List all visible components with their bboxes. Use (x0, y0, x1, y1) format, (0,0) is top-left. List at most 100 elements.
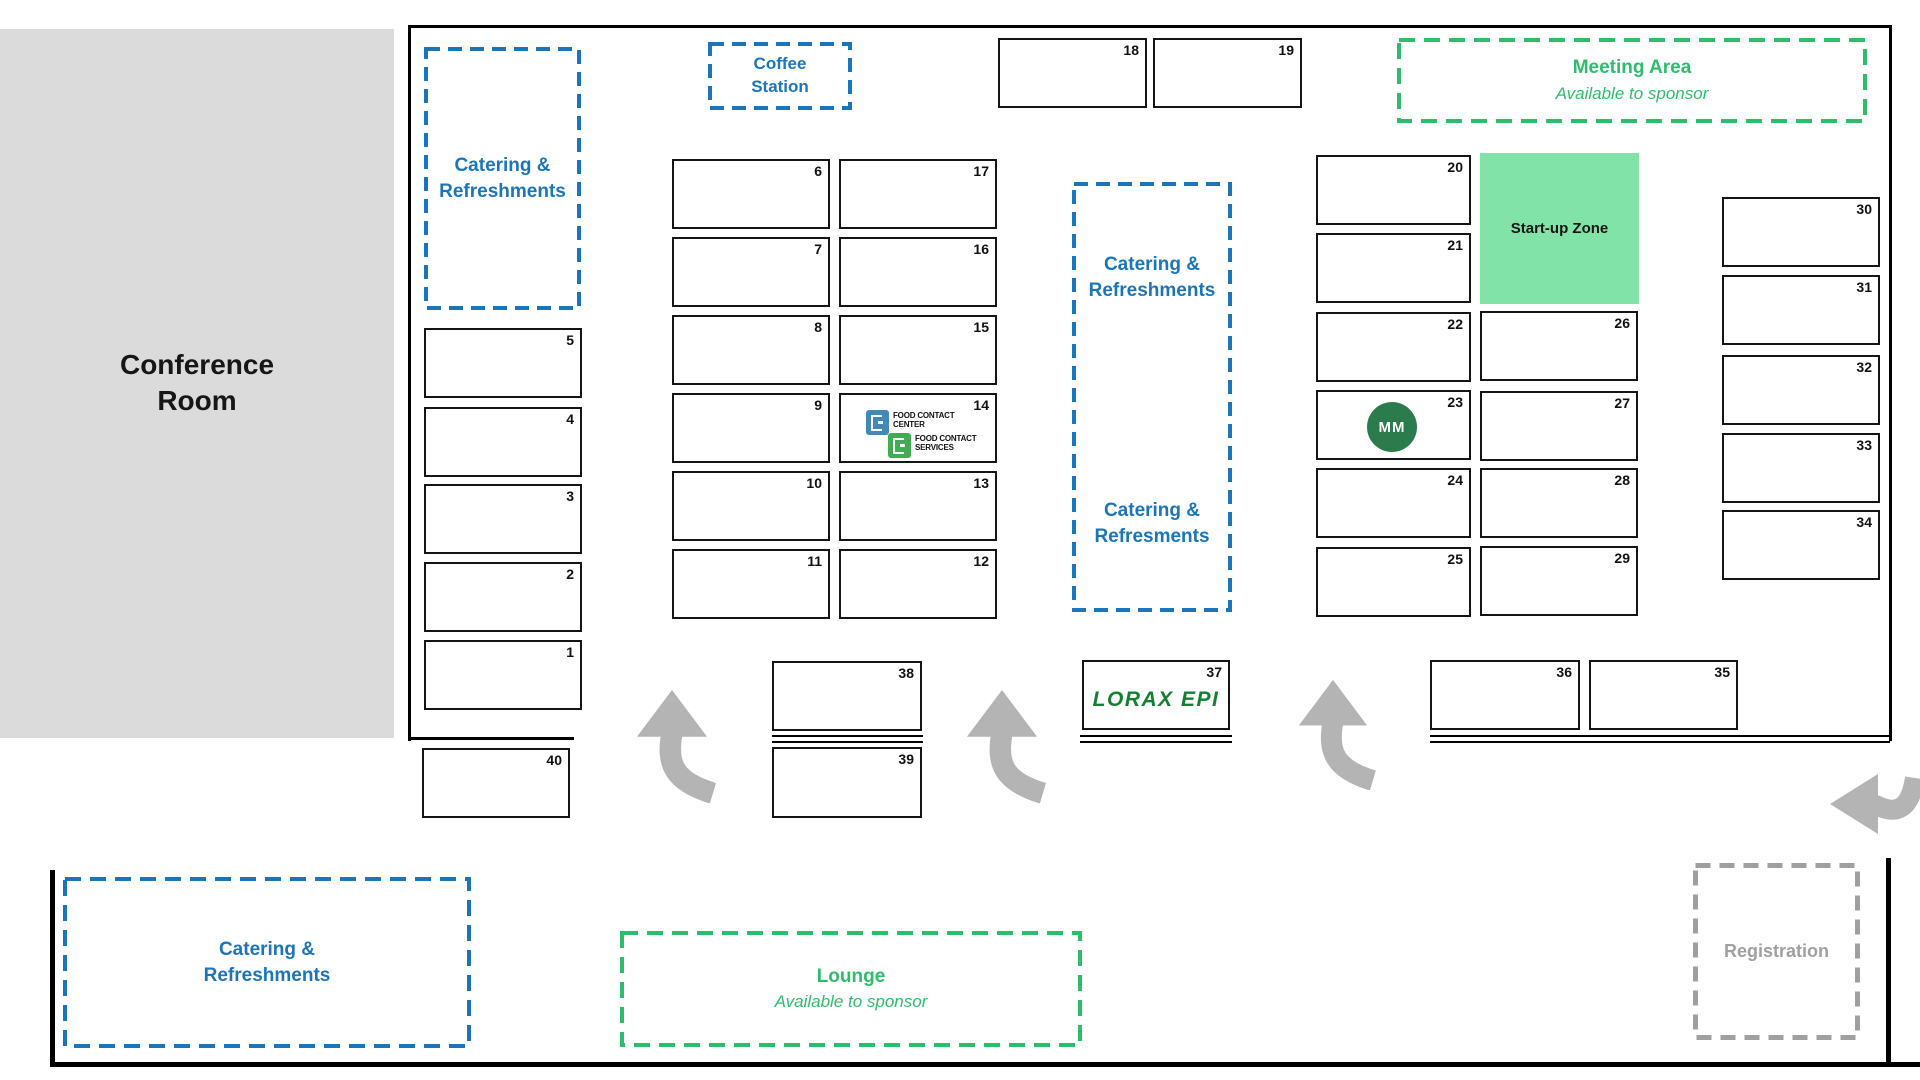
meeting-area-zone: Meeting Area Available to sponsor (1397, 38, 1867, 123)
booth-4: 4 (424, 407, 582, 477)
booth-number: 4 (566, 411, 574, 427)
dashed-border (1397, 38, 1867, 123)
booth-number: 13 (973, 475, 989, 491)
booth-25: 25 (1316, 547, 1471, 617)
booth-number: 25 (1447, 551, 1463, 567)
food-contact-center-text: FOOD CONTACT CENTER (893, 410, 955, 430)
booth-13: 13 (839, 471, 997, 541)
booth-number: 21 (1447, 237, 1463, 253)
booth-number: 35 (1714, 664, 1730, 680)
booth-number: 23 (1447, 394, 1463, 410)
mm-logo: MM (1367, 402, 1417, 452)
booth-number: 38 (898, 665, 914, 681)
booth-number: 31 (1856, 279, 1872, 295)
dashed-border (708, 42, 852, 110)
booth-39: 39 (772, 747, 922, 818)
lower-right-wall (1886, 858, 1891, 1062)
booth-number: 8 (814, 319, 822, 335)
dashed-border (1693, 863, 1860, 1040)
catering-label-line2: Refreshments (439, 180, 566, 202)
flow-arrow-up-icon (636, 689, 717, 803)
coffee-station-line2: Station (751, 77, 809, 96)
booth-number: 3 (566, 488, 574, 504)
booth-31: 31 (1722, 275, 1880, 345)
lorax-epi-logo: LORAX EPI (1084, 688, 1228, 712)
hall-bottom-wall-segment (772, 735, 923, 743)
dashed-border (1072, 182, 1232, 612)
conference-room: Conference Room (0, 29, 394, 738)
booth-number: 5 (566, 332, 574, 348)
booth-12: 12 (839, 549, 997, 619)
booth-29: 29 (1480, 546, 1638, 616)
booth-number: 18 (1123, 42, 1139, 58)
hall-bottom-wall-segment (1080, 735, 1232, 743)
meeting-area-subtitle: Available to sponsor (1555, 83, 1709, 103)
booth-5: 5 (424, 328, 582, 398)
fcs-line1: FOOD CONTACT (915, 434, 977, 443)
booth-number: 26 (1614, 315, 1630, 331)
lorax-epi-text: LORAX EPI (1092, 688, 1220, 711)
booth-number: 32 (1856, 359, 1872, 375)
food-contact-services-logo: FOOD CONTACT SERVICES (888, 433, 977, 458)
coffee-station-zone: Coffee Station (708, 42, 852, 110)
dashed-border (63, 877, 471, 1048)
hall-bottom-wall-segment (408, 737, 574, 740)
lounge-zone: Lounge Available to sponsor (620, 931, 1082, 1047)
lounge-subtitle: Available to sponsor (774, 992, 928, 1012)
catering-middle-bottom-line1: Catering & (1103, 500, 1201, 521)
catering-bl-line1: Catering & (218, 938, 316, 960)
mm-logo-text: MM (1378, 418, 1406, 436)
flow-arrow-up-icon (1298, 679, 1377, 790)
booth-1: 1 (424, 640, 582, 710)
registration-label: Registration (1723, 941, 1829, 961)
fcs-line2: SERVICES (915, 442, 954, 452)
booth-27: 27 (1480, 391, 1638, 461)
booth-number: 7 (814, 241, 822, 257)
booth-14: 14 FOOD CONTACT CENTER FOOD CONTACT SERV… (839, 393, 997, 463)
food-contact-center-logo: FOOD CONTACT CENTER (866, 410, 955, 435)
booth-number: 9 (814, 397, 822, 413)
booth-26: 26 (1480, 311, 1638, 381)
booth-7: 7 (672, 237, 830, 307)
booth-number: 17 (973, 163, 989, 179)
catering-zone-top-left: Catering & Refreshments (424, 47, 581, 310)
booth-24: 24 (1316, 468, 1471, 538)
booth-number: 37 (1206, 664, 1222, 680)
booth-16: 16 (839, 237, 997, 307)
fcc-line1: FOOD CONTACT (893, 411, 955, 420)
booth-number: 12 (973, 553, 989, 569)
booth-number: 6 (814, 163, 822, 179)
booth-36: 36 (1430, 660, 1580, 730)
booth-number: 11 (807, 553, 822, 569)
catering-middle-bottom-label: Catering & Refresments (1072, 498, 1232, 549)
hall-outline (408, 25, 1892, 741)
booth-20: 20 (1316, 155, 1471, 225)
registration-zone: Registration (1693, 863, 1860, 1040)
catering-label-line1: Catering & (454, 154, 551, 176)
booth-22: 22 (1316, 312, 1471, 382)
booth-11: 11 (672, 549, 830, 619)
booth-28: 28 (1480, 468, 1638, 538)
booth-17: 17 (839, 159, 997, 229)
catering-zone-middle: Catering & Refreshments Catering & Refre… (1072, 182, 1232, 612)
lounge-title: Lounge (816, 965, 886, 987)
booth-19: 19 (1153, 38, 1302, 108)
booth-number: 10 (806, 475, 822, 491)
booth-8: 8 (672, 315, 830, 385)
catering-middle-bottom-line2: Refresments (1094, 525, 1210, 547)
booth-10: 10 (672, 471, 830, 541)
lower-left-wall (50, 870, 55, 1066)
booth-37: 37 LORAX EPI (1082, 660, 1230, 730)
booth-21: 21 (1316, 233, 1471, 303)
booth-number: 29 (1614, 550, 1630, 566)
startup-zone-label: Start-up Zone (1510, 220, 1609, 237)
booth-number: 30 (1856, 201, 1872, 217)
startup-zone: Start-up Zone (1480, 153, 1639, 304)
booth-number: 15 (973, 319, 989, 335)
booth-number: 33 (1856, 437, 1872, 453)
food-contact-center-icon (866, 410, 889, 435)
flow-arrow-up-icon (966, 689, 1047, 803)
booth-32: 32 (1722, 355, 1880, 425)
booth-15: 15 (839, 315, 997, 385)
lower-bottom-wall (50, 1062, 1920, 1067)
